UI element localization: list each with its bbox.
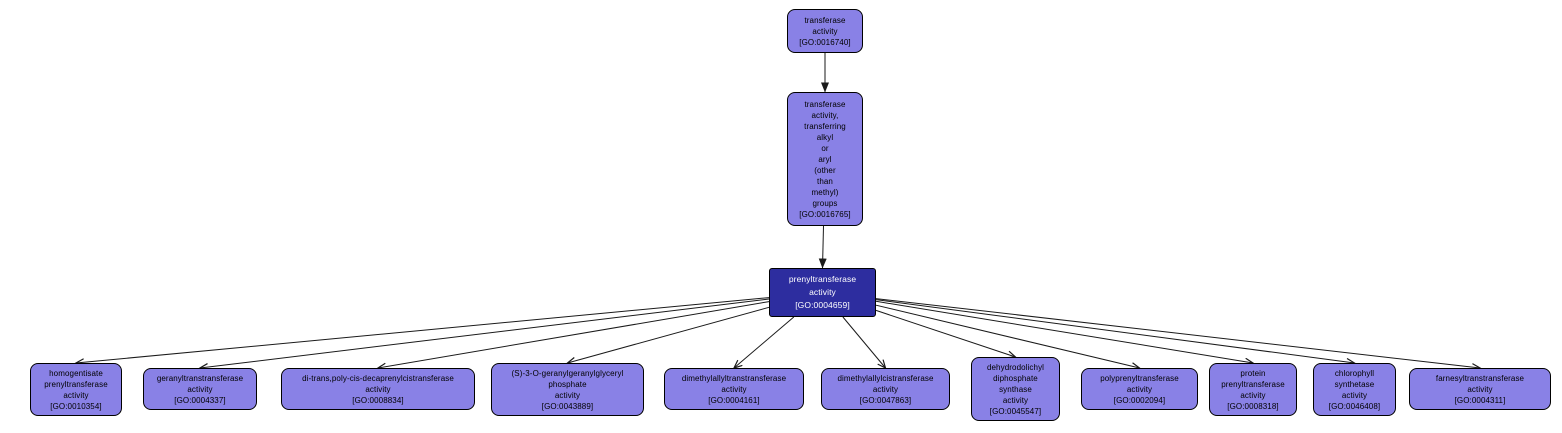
node-label-line: activity xyxy=(63,390,89,400)
node-label-line: (other xyxy=(814,165,836,175)
edge-go-0004659-to-go-0045547 xyxy=(875,309,1016,357)
node-label-line: [GO:0010354] xyxy=(50,401,102,411)
node-label-line: dimethylallylcistransferase xyxy=(837,373,934,383)
edge-go-0004659-to-go-0047863 xyxy=(842,316,886,368)
node-label-line: activity xyxy=(872,384,899,394)
edge-go-0004659-to-go-0010354 xyxy=(76,297,770,363)
node-label-line: [GO:0004311] xyxy=(1454,395,1506,405)
node-label-line: activity xyxy=(812,26,838,36)
node-label-line: [GO:0004659] xyxy=(795,300,850,310)
node-label-line: groups xyxy=(812,198,838,208)
node-label-line: homogentisate xyxy=(49,368,103,378)
node-label-line: [GO:0046408] xyxy=(1328,401,1381,411)
node-label-line: synthase xyxy=(999,384,1032,394)
node-label-line: activity, xyxy=(811,110,839,120)
node-label-line: [GO:0002094] xyxy=(1113,395,1166,405)
node-label-line: than xyxy=(817,176,833,186)
node-label-line: phosphate xyxy=(548,379,587,389)
node-label-line: geranyltranstransferase xyxy=(156,373,244,383)
node-label-line: dehydrodolichyl xyxy=(986,362,1045,372)
node-label-line: [GO:0045547] xyxy=(989,406,1042,416)
node-label-line: activity xyxy=(1126,384,1153,394)
node-label-line: prenyltransferase xyxy=(1221,379,1285,389)
node-label-line: synthetase xyxy=(1334,379,1375,389)
edge-go-0016765-to-go-0004659 xyxy=(818,225,827,269)
node-label-line: activity xyxy=(809,287,836,297)
node-label-line: dimethylallyltranstransferase xyxy=(681,373,787,383)
node-label-line: chlorophyll xyxy=(1334,368,1375,378)
node-label-line: transferase xyxy=(804,99,846,109)
node-label-line: (S)-3-O-geranylgeranylglyceryl xyxy=(511,368,624,378)
node-label-line: [GO:0004161] xyxy=(708,395,760,405)
node-label-line: activity xyxy=(554,390,581,400)
node-label-line: activity xyxy=(1341,390,1368,400)
node-label-line: transferring xyxy=(804,121,846,131)
node-label-line: activity xyxy=(721,384,747,394)
node-label-line: [GO:0008318] xyxy=(1227,401,1279,411)
node-label-line: [GO:0043889] xyxy=(541,401,594,411)
node-label-line: activity xyxy=(1467,384,1493,394)
node-label-line: [GO:0008834] xyxy=(352,395,404,405)
node-label-line: prenyltransferase xyxy=(788,274,857,284)
edge-go-0004659-to-go-0008834 xyxy=(378,301,770,368)
node-label-line: activity xyxy=(187,384,213,394)
edge-go-0004659-to-go-0046408 xyxy=(875,299,1355,363)
edge-go-0004659-to-go-0043889 xyxy=(568,306,770,363)
node-label-line: alkyl xyxy=(816,132,834,142)
node-label-line: [GO:0016765] xyxy=(799,209,851,219)
node-label-line: [GO:0004337] xyxy=(174,395,226,405)
node-label-line: [GO:0047863] xyxy=(859,395,912,405)
edge-go-0004659-to-go-0008318 xyxy=(875,300,1253,363)
node-label-line: aryl xyxy=(818,154,832,164)
node-label-line: activity xyxy=(1240,390,1266,400)
node-label-line: transferase xyxy=(804,15,846,25)
edge-go-0004659-to-go-0004337 xyxy=(200,298,770,368)
node-label-line: or xyxy=(821,143,829,153)
node-go-0008834[interactable]: di-trans,poly-cis-decaprenylcistransfera… xyxy=(281,368,475,410)
node-label-line: di-trans,poly-cis-decaprenylcistransfera… xyxy=(302,373,454,383)
node-go-0004659[interactable]: prenyltransferase activity [GO:0004659] xyxy=(769,268,876,317)
node-label-line: polyprenyltransferase xyxy=(1100,373,1179,383)
node-label-line: activity xyxy=(1002,395,1029,405)
node-label-line: methyl) xyxy=(811,187,839,197)
node-label-line: protein xyxy=(1240,368,1266,378)
node-label-line: diphosphate xyxy=(993,373,1038,383)
edge-go-0004659-to-go-0004161 xyxy=(734,316,795,368)
node-label-line: farnesyltranstransferase xyxy=(1435,373,1525,383)
node-label-line: [GO:0016740] xyxy=(799,37,851,47)
edge-go-0004659-to-go-0004311 xyxy=(875,298,1480,368)
node-label-line: prenyltransferase xyxy=(44,379,108,389)
node-label-line: activity xyxy=(365,384,391,394)
edge-lines xyxy=(76,53,1480,368)
